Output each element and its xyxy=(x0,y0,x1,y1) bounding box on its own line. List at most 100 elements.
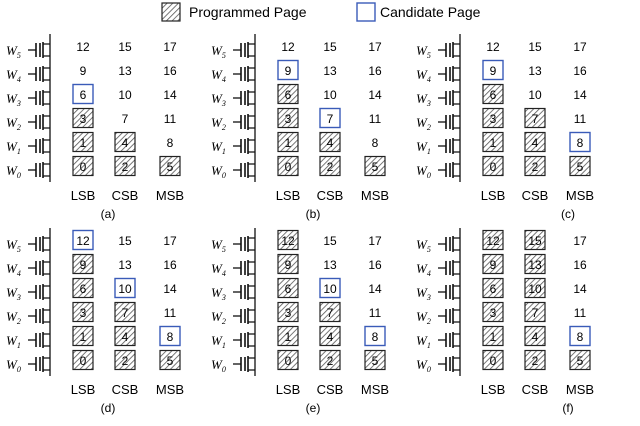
programmed-page-box xyxy=(277,325,299,347)
programmed-page-box xyxy=(524,253,546,275)
column-label-lsb: LSB xyxy=(276,382,301,397)
page-number: 6 xyxy=(490,282,497,296)
column-label-lsb: LSB xyxy=(276,188,301,203)
wordline-subscript: 0 xyxy=(427,171,431,180)
page-number: 1 xyxy=(285,136,292,150)
page-number: 13 xyxy=(118,258,132,272)
drain-source xyxy=(453,309,460,323)
wordline-label: W3 xyxy=(416,285,431,302)
drain-source xyxy=(248,261,255,275)
wordline-subscript: 3 xyxy=(16,99,21,108)
programmed-page-box xyxy=(159,155,181,177)
page-number: 3 xyxy=(80,306,87,320)
programmed-page-box xyxy=(524,131,546,153)
wordline-label: W2 xyxy=(416,115,431,132)
programmed-page-box xyxy=(277,83,299,105)
candidate-page-box xyxy=(159,325,181,347)
page-number: 13 xyxy=(118,64,132,78)
drain-source xyxy=(43,333,50,347)
programmed-page-box xyxy=(482,325,504,347)
drain-source xyxy=(248,43,255,57)
page-number: 4 xyxy=(327,136,334,150)
candidate-page-box xyxy=(72,229,94,251)
wordline-label: W5 xyxy=(211,43,226,60)
programmed-page-box xyxy=(524,325,546,347)
panel-caption: (e) xyxy=(306,401,321,415)
page-number: 5 xyxy=(167,160,174,174)
page-number: 9 xyxy=(490,258,497,272)
page-number: 10 xyxy=(323,88,337,102)
page-number: 11 xyxy=(574,306,587,320)
programmed-page-box xyxy=(277,131,299,153)
candidate-page-box xyxy=(364,325,386,347)
column-label-lsb: LSB xyxy=(481,188,506,203)
wordline-subscript: 5 xyxy=(427,245,431,254)
page-number: 8 xyxy=(372,330,379,344)
drain-source xyxy=(248,115,255,129)
page-number: 3 xyxy=(285,306,292,320)
wordline-subscript: 0 xyxy=(222,171,226,180)
programmed-page-box xyxy=(319,325,341,347)
drain-source xyxy=(43,261,50,275)
wordline-subscript: 1 xyxy=(222,341,226,350)
page-number: 5 xyxy=(577,160,584,174)
page-number: 1 xyxy=(490,136,497,150)
page-number: 10 xyxy=(323,282,337,296)
programmed-page-box xyxy=(482,253,504,275)
page-number: 5 xyxy=(372,160,379,174)
page-number: 16 xyxy=(573,64,587,78)
page-number: 11 xyxy=(164,306,177,320)
wordline-label: W5 xyxy=(6,43,21,60)
drain-source xyxy=(43,115,50,129)
page-number: 2 xyxy=(327,354,334,368)
drain-source xyxy=(43,237,50,251)
drain-source xyxy=(248,285,255,299)
wordline-label: W0 xyxy=(6,163,21,180)
programmed-page-box xyxy=(72,107,94,129)
programmed-page-box xyxy=(277,253,299,275)
page-number: 4 xyxy=(327,330,334,344)
drain-source xyxy=(453,333,460,347)
page-number: 16 xyxy=(163,258,177,272)
column-label-csb: CSB xyxy=(112,188,139,203)
programmed-page-box xyxy=(277,155,299,177)
programmed-page-box xyxy=(72,301,94,323)
programmed-page-box xyxy=(524,229,546,251)
drain-source xyxy=(43,357,50,371)
wordline-subscript: 4 xyxy=(222,75,226,84)
page-number: 6 xyxy=(80,88,87,102)
wordline-label: W5 xyxy=(6,237,21,254)
wordline-label: W4 xyxy=(6,261,21,278)
page-number: 10 xyxy=(528,88,542,102)
wordline-label: W3 xyxy=(211,91,226,108)
programmed-page-box xyxy=(277,277,299,299)
programmed-page-box xyxy=(72,277,94,299)
wordline-subscript: 2 xyxy=(222,123,226,132)
wordline-subscript: 5 xyxy=(17,51,21,60)
column-label-msb: MSB xyxy=(566,382,594,397)
drain-source xyxy=(453,357,460,371)
drain-source xyxy=(453,43,460,57)
page-number: 11 xyxy=(369,306,382,320)
drain-source xyxy=(43,139,50,153)
page-number: 7 xyxy=(122,306,129,320)
programmed-page-box xyxy=(319,301,341,323)
wordline-subscript: 5 xyxy=(427,51,431,60)
drain-source xyxy=(248,309,255,323)
page-number: 17 xyxy=(368,234,382,248)
programmed-page-box xyxy=(114,131,136,153)
column-label-lsb: LSB xyxy=(71,188,96,203)
column-label-msb: MSB xyxy=(361,382,389,397)
wordline-label: W1 xyxy=(6,139,21,156)
page-number: 6 xyxy=(285,88,292,102)
page-number: 1 xyxy=(490,330,497,344)
page-number: 0 xyxy=(490,354,497,368)
programmed-page-box xyxy=(72,131,94,153)
programmed-page-box xyxy=(319,349,341,371)
wordline-label: W4 xyxy=(211,67,226,84)
page-number: 2 xyxy=(532,354,539,368)
column-label-csb: CSB xyxy=(112,382,139,397)
